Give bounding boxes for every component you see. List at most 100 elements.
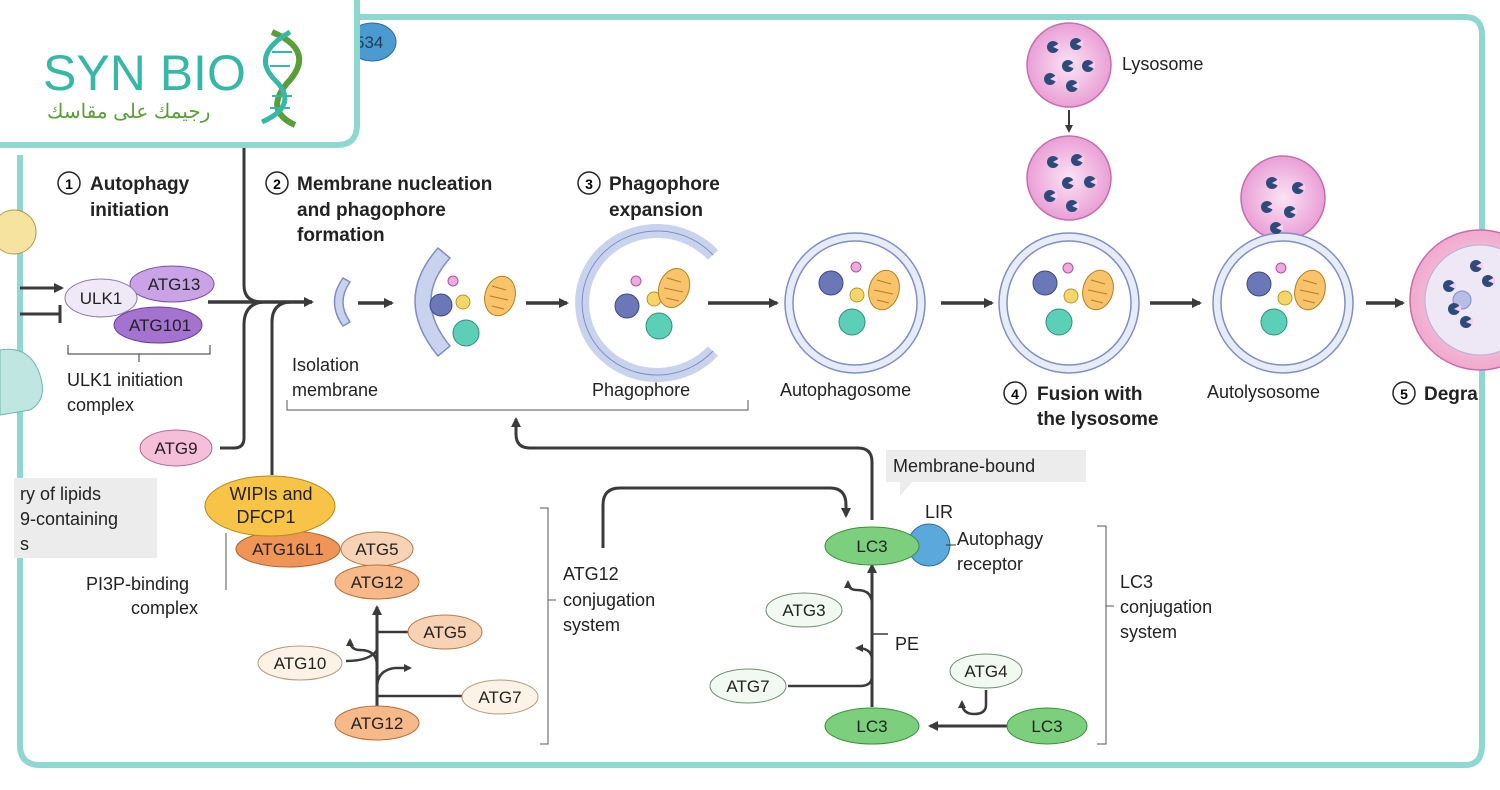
svg-text:s: s (20, 534, 29, 554)
main-frame (17, 14, 1485, 768)
hydrolase-icon-mouth (1449, 282, 1456, 289)
autolysosome (1212, 155, 1354, 374)
atg12-free-node (334, 705, 420, 741)
atg3-node (765, 592, 843, 628)
svg-text:receptor: receptor (957, 554, 1023, 574)
hydrolase-icon-mouth (1050, 192, 1057, 199)
hydrolase-icon-mouth (1290, 208, 1297, 215)
atg10-node (257, 645, 343, 681)
svg-text:4: 4 (1011, 386, 1019, 402)
lc3-bottom-node (824, 707, 920, 745)
svg-text:ATG12: ATG12 (563, 564, 619, 584)
step-2-heading: 2 Membrane nucleation and phagophore for… (265, 171, 492, 246)
hydrolase-icon-mouth (1053, 158, 1060, 165)
lc3-right-node (1006, 707, 1088, 745)
svg-text:system: system (563, 615, 620, 635)
svg-text:ATG4: ATG4 (964, 662, 1007, 681)
svg-text:ATG5: ATG5 (423, 623, 466, 642)
hydrolase-icon-mouth (1272, 179, 1279, 186)
svg-text:1: 1 (65, 176, 73, 192)
svg-text:DFCP1: DFCP1 (236, 507, 295, 527)
svg-text:and phagophore: and phagophore (297, 200, 446, 221)
svg-text:complex: complex (67, 395, 134, 415)
svg-text:534: 534 (355, 33, 383, 52)
svg-text:conjugation: conjugation (1120, 597, 1212, 617)
hydrolase-icon-mouth (1488, 277, 1495, 284)
logo-subtitle: رجيمك على مقاسك (47, 101, 210, 123)
logo-text: SYN BIO (43, 45, 246, 101)
svg-text:ATG101: ATG101 (129, 316, 191, 335)
atg7-node (461, 679, 539, 715)
svg-text:Autolysosome: Autolysosome (1207, 382, 1320, 402)
phagophore (575, 224, 719, 382)
atg7-lc3-node (709, 668, 787, 704)
svg-text:ATG12: ATG12 (351, 714, 404, 733)
hydrolase-icon-mouth (1053, 43, 1060, 50)
degradation-vesicle (1409, 229, 1500, 371)
hydrolase-icon-mouth (1298, 184, 1305, 191)
svg-text:3: 3 (585, 176, 593, 192)
hydrolase-icon-mouth (1050, 75, 1057, 82)
ulk1-complex: ULK1 ATG13 ATG101 ULK1 initiation comple… (64, 265, 215, 415)
svg-text:Membrane nucleation: Membrane nucleation (297, 174, 492, 195)
partial-yellow-complex (0, 209, 37, 255)
svg-text:Autophagy: Autophagy (957, 529, 1043, 549)
svg-text:system: system (1120, 622, 1177, 642)
atg4-node (949, 653, 1023, 689)
svg-text:Fusion with: Fusion with (1037, 384, 1143, 405)
hydrolase-icon-mouth (1476, 262, 1483, 269)
ulk1-node (64, 278, 138, 318)
svg-text:ry of lipids: ry of lipids (20, 484, 101, 504)
hydrolase-icon-mouth (1076, 40, 1083, 47)
lipids-note: ry of lipids 9-containing s (14, 478, 157, 558)
svg-text:5: 5 (1400, 386, 1408, 402)
svg-text:LC3: LC3 (856, 717, 887, 736)
atg5-free-node (407, 614, 483, 650)
svg-text:ATG7: ATG7 (478, 688, 521, 707)
step-1-heading: 1 Autophagy initiation (57, 171, 190, 221)
wipi-dfcp1-node (204, 475, 336, 537)
svg-text:membrane: membrane (292, 380, 378, 400)
svg-text:ATG16L1: ATG16L1 (252, 540, 324, 559)
svg-text:ATG10: ATG10 (274, 654, 327, 673)
fusion-autophagosome (998, 232, 1140, 374)
atg12-conjugation-system: ATG5 ATG10 ATG7 ATG12 ATG12 conjugation … (257, 486, 851, 745)
svg-text:Membrane-bound: Membrane-bound (893, 456, 1035, 476)
svg-text:ATG9: ATG9 (154, 439, 197, 458)
svg-text:ATG5: ATG5 (355, 540, 398, 559)
logo-panel: 534 SYN BIO رجيمك على مقاسك (0, 0, 397, 148)
svg-text:LC3: LC3 (856, 537, 887, 556)
svg-text:ATG12: ATG12 (351, 573, 404, 592)
autophagosome (784, 232, 926, 374)
atg101-node (113, 306, 203, 344)
hydrolase-icon-mouth (1454, 305, 1461, 312)
svg-text:LC3: LC3 (1031, 717, 1062, 736)
svg-text:ATG3: ATG3 (782, 601, 825, 620)
svg-text:Isolation: Isolation (292, 355, 359, 375)
isolation-membrane (333, 277, 352, 327)
svg-text:ULK1 initiation: ULK1 initiation (67, 370, 183, 390)
lc3-top-node (824, 526, 920, 566)
svg-text:WIPIs and: WIPIs and (229, 484, 312, 504)
svg-text:conjugation: conjugation (563, 590, 655, 610)
lc3-conjugation-system: Membrane-bound PE LC3 LIR Autophagy rece… (511, 417, 1212, 745)
pi3p-binding-complex: WIPIs and DFCP1 ATG16L1 ATG5 ATG12 PI3P-… (86, 475, 420, 618)
svg-text:2: 2 (273, 176, 281, 192)
step-4-heading: 4 Fusion with the lysosome (1003, 381, 1158, 430)
hydrolase-icon-mouth (1068, 62, 1075, 69)
hydrolase-icons (1044, 38, 1495, 328)
hydrolase-icon-mouth (1077, 156, 1084, 163)
svg-text:initiation: initiation (90, 200, 169, 221)
nucleating-phagophore (414, 246, 516, 358)
svg-text:Lysosome: Lysosome (1122, 54, 1203, 74)
svg-text:Degra: Degra (1424, 384, 1478, 405)
svg-text:PI3P-binding: PI3P-binding (86, 574, 189, 594)
svg-text:formation: formation (297, 225, 385, 246)
atg13-node (129, 265, 215, 303)
atg12-node (334, 564, 420, 600)
partial-teal-bubble (0, 348, 43, 416)
hydrolase-icon-mouth (1466, 318, 1473, 325)
hydrolase-icon-mouth (1267, 203, 1274, 210)
